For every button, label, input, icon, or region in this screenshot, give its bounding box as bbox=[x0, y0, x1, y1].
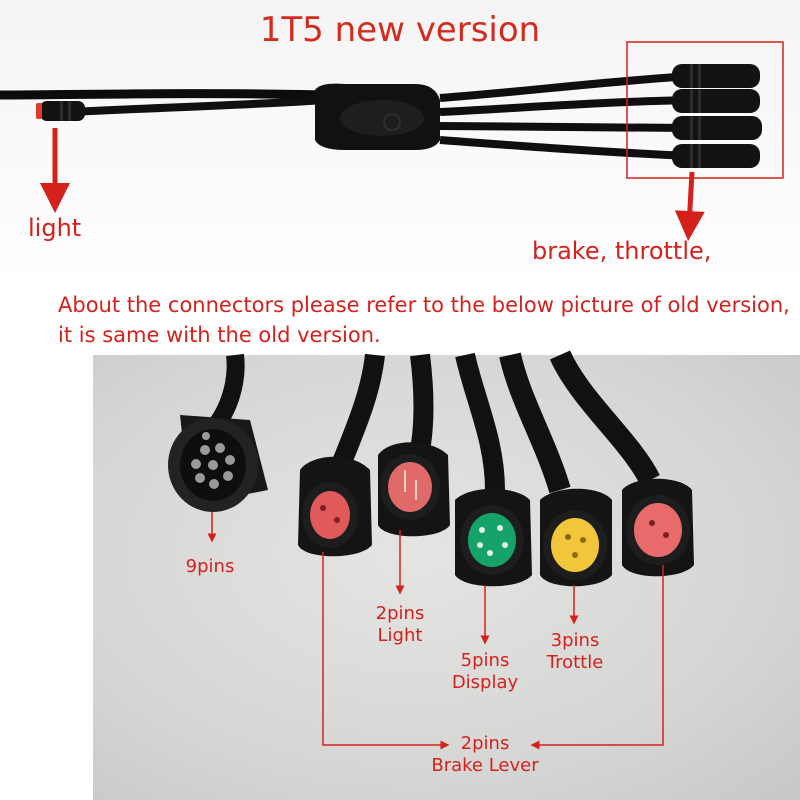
title: 1T5 new version bbox=[259, 10, 541, 50]
brake-function: Brake Lever bbox=[431, 755, 539, 776]
light-pins-label: 2pins Light bbox=[360, 603, 440, 647]
splitter-body bbox=[315, 83, 440, 150]
brake-lever-label: 2pins Brake Lever bbox=[420, 733, 550, 777]
brake-left-pointer bbox=[322, 552, 450, 750]
brake-pins-count: 2pins bbox=[460, 733, 510, 754]
light-pins-count: 2pins bbox=[375, 603, 425, 624]
display-pins-label: 5pins Display bbox=[440, 650, 530, 694]
nine-pin-connector bbox=[168, 415, 268, 512]
brake-arrow bbox=[674, 171, 705, 241]
connector-cables bbox=[205, 350, 660, 494]
light-function: Light bbox=[377, 625, 423, 646]
note-text: About the connectors please refer to the… bbox=[58, 293, 790, 347]
light-connector bbox=[36, 101, 85, 121]
throttle-pins-count: 3pins bbox=[550, 630, 600, 651]
brake-left-connector bbox=[298, 456, 372, 557]
throttle-connector bbox=[540, 488, 612, 587]
light-label: light bbox=[28, 214, 82, 242]
branch-connectors bbox=[672, 64, 762, 168]
display-pins-count: 5pins bbox=[460, 650, 510, 671]
connector-highlight-box bbox=[626, 41, 784, 179]
branch-cables bbox=[439, 72, 691, 160]
light-connector-photo bbox=[378, 442, 450, 537]
brake-throttle-label: brake, throttle, bbox=[532, 237, 712, 265]
brake-right-connector bbox=[622, 478, 694, 577]
throttle-function: Trottle bbox=[546, 652, 604, 673]
throttle-pins-label: 3pins Trottle bbox=[535, 630, 615, 674]
brake-right-pointer bbox=[530, 565, 664, 750]
display-function: Display bbox=[451, 672, 519, 693]
display-connector bbox=[455, 488, 532, 587]
nine-pins-label: 9pins bbox=[185, 556, 235, 577]
annotation-lines bbox=[207, 512, 664, 750]
y-cable-photo bbox=[0, 41, 784, 179]
